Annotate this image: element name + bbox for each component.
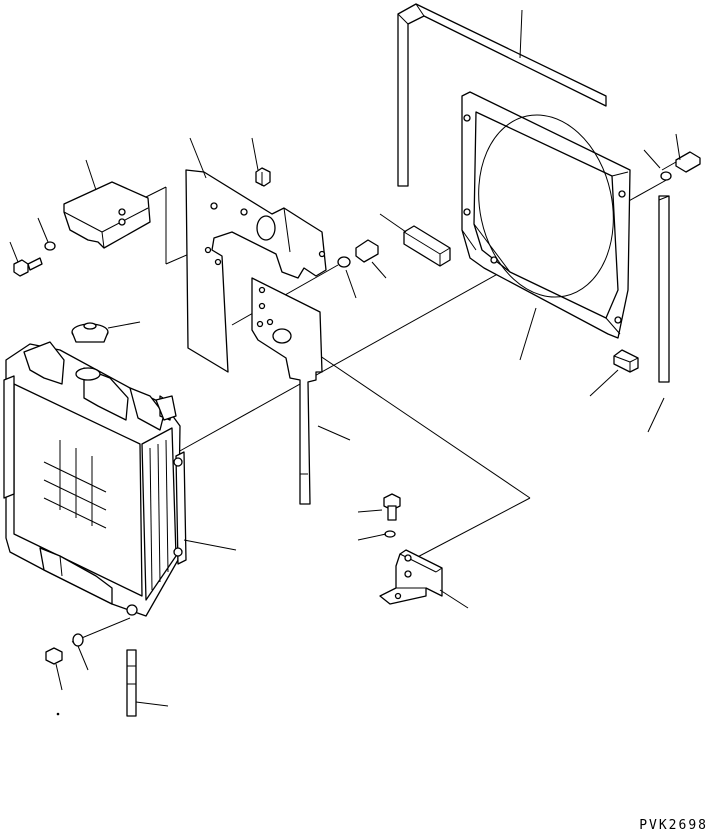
- lower-bolt: [383, 493, 401, 538]
- seal-strip-bent: [397, 3, 607, 187]
- diagram-code-label: PVK2698: [639, 818, 708, 833]
- seal-strip-vertical: [658, 195, 670, 383]
- lower-bracket: [379, 549, 443, 605]
- bracket-plate-lower: [251, 277, 323, 505]
- left-bolt: [13, 241, 56, 277]
- bracket-plate-upper: [185, 169, 327, 373]
- radiator: [3, 341, 187, 617]
- small-bracket-upper: [63, 181, 151, 249]
- drain-plug: [45, 633, 84, 665]
- fan-shroud: [461, 91, 631, 339]
- drain-hose: [126, 649, 137, 717]
- center-bolt: [337, 239, 379, 268]
- radiator-cap: [71, 322, 109, 343]
- shroud-bolt: [660, 151, 701, 181]
- leader-lines: [9, 9, 681, 716]
- rubber-blocks: [403, 225, 639, 373]
- bracket-nut: [255, 167, 271, 187]
